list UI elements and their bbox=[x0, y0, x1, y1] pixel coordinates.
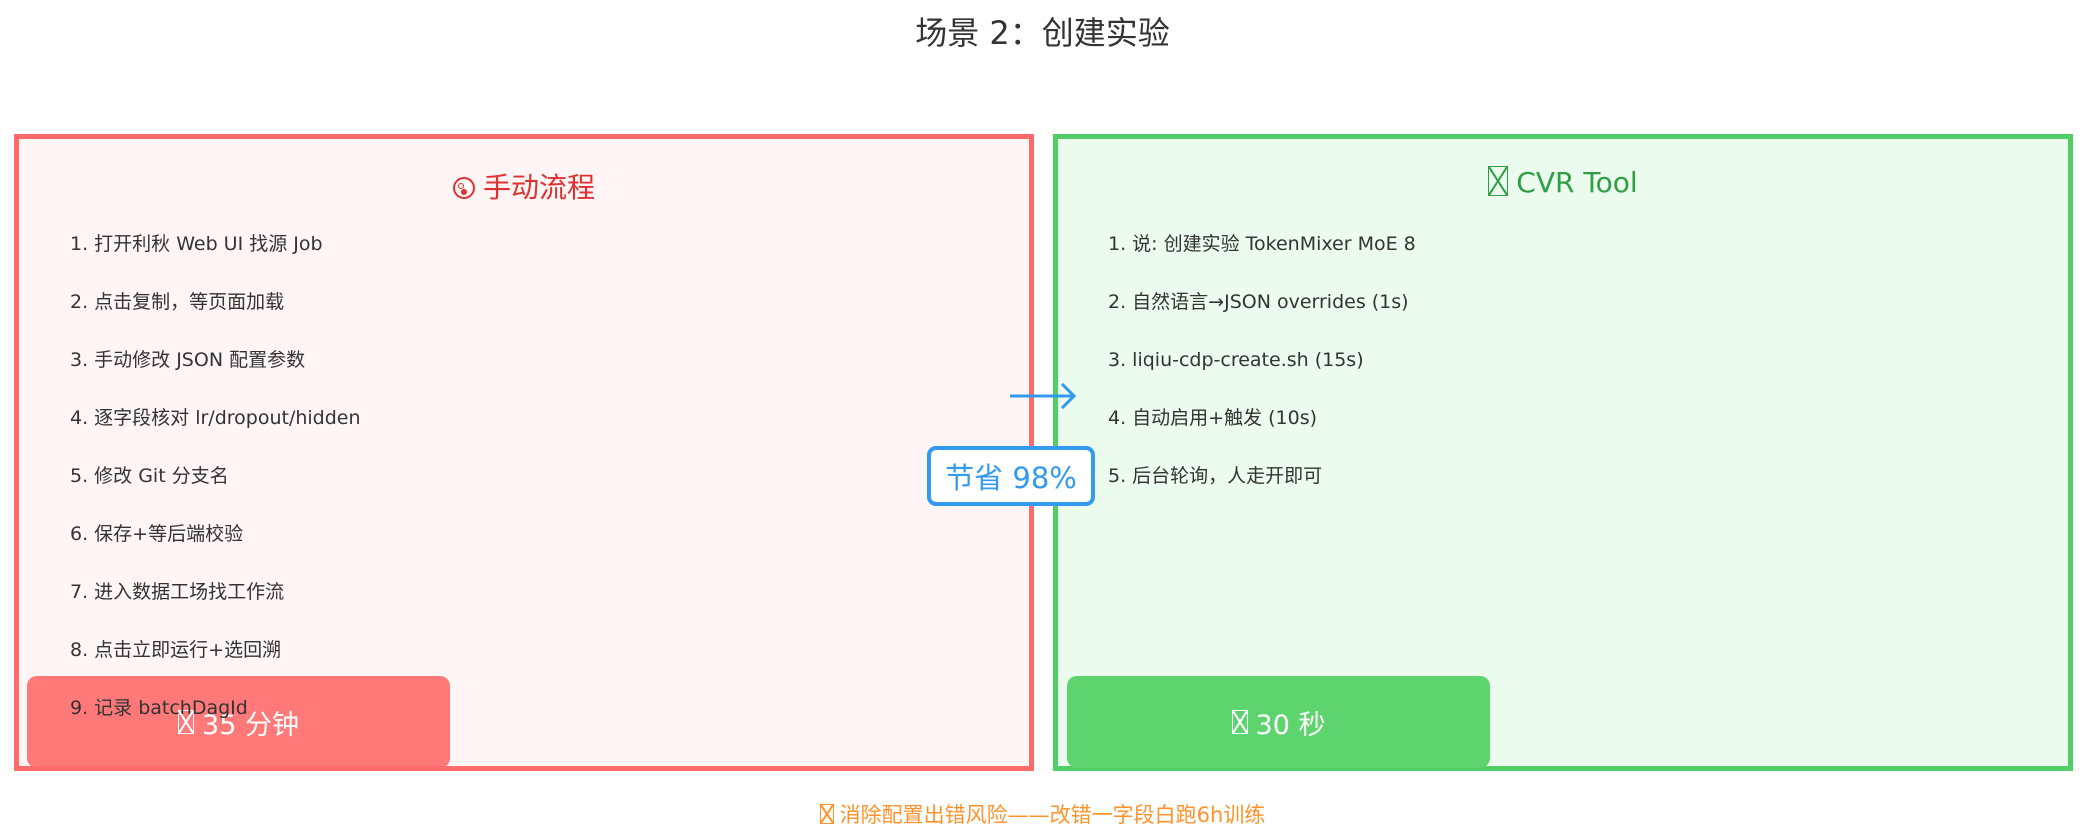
savings-badge: 节省 98% bbox=[927, 446, 1095, 506]
list-item: 4. 逐字段核对 lr/dropout/hidden bbox=[70, 407, 361, 429]
right-arrow-icon bbox=[1010, 383, 1077, 409]
tool-time-badge: 30 秒 bbox=[1067, 676, 1490, 768]
list-item: 2. 自然语言→JSON overrides (1s) bbox=[1108, 291, 1409, 313]
cvr-tool-panel: CVR Tool 1. 说: 创建实验 TokenMixer MoE 8 2. … bbox=[1053, 134, 2073, 771]
manual-process-panel: 手动流程 1. 打开利秋 Web UI 找源 Job 2. 点击复制，等页面加载… bbox=[14, 134, 1034, 771]
list-item: 6. 保存+等后端校验 bbox=[70, 523, 244, 545]
list-item: 3. 手动修改 JSON 配置参数 bbox=[70, 349, 306, 371]
list-item: 2. 点击复制，等页面加载 bbox=[70, 291, 285, 313]
list-item: 5. 修改 Git 分支名 bbox=[70, 465, 229, 487]
footer-text: 消除配置出错风险——改错一字段白跑6h训练 bbox=[839, 803, 1266, 827]
list-item: 3. liqiu-cdp-create.sh (15s) bbox=[1108, 349, 1364, 371]
list-item: 9. 记录 batchDagId bbox=[70, 697, 248, 719]
manual-title-text: 手动流程 bbox=[482, 171, 595, 204]
tool-time-text: 30 秒 bbox=[1255, 709, 1326, 741]
page-title: 场景 2：创建实验 bbox=[915, 14, 1170, 52]
list-item: 8. 点击立即运行+选回溯 bbox=[70, 639, 282, 661]
footer-note: 消除配置出错风险——改错一字段白跑6h训练 bbox=[0, 799, 2085, 829]
list-item: 1. 打开利秋 Web UI 找源 Job bbox=[70, 233, 323, 255]
tool-title-text: CVR Tool bbox=[1516, 166, 1638, 199]
manual-time-text: 35 分钟 bbox=[202, 709, 299, 741]
manual-time-badge: 35 分钟 bbox=[27, 676, 450, 768]
missing-glyph-icon bbox=[178, 710, 195, 734]
tool-panel-title: CVR Tool bbox=[1058, 166, 2068, 199]
missing-glyph-icon bbox=[1231, 710, 1248, 734]
list-item: 5. 后台轮询，人走开即可 bbox=[1108, 465, 1323, 487]
list-item: 4. 自动启用+触发 (10s) bbox=[1108, 407, 1318, 429]
manual-panel-title: 手动流程 bbox=[19, 166, 1029, 206]
missing-glyph-icon bbox=[819, 804, 834, 824]
astonished-face-icon bbox=[452, 177, 475, 199]
list-item: 1. 说: 创建实验 TokenMixer MoE 8 bbox=[1108, 233, 1416, 255]
tool-steps-list: 1. 说: 创建实验 TokenMixer MoE 8 2. 自然语言→JSON… bbox=[1108, 230, 1416, 520]
missing-glyph-icon bbox=[1488, 166, 1509, 196]
list-item: 7. 进入数据工场找工作流 bbox=[70, 581, 285, 603]
manual-steps-list: 1. 打开利秋 Web UI 找源 Job 2. 点击复制，等页面加载 3. 手… bbox=[70, 230, 361, 752]
